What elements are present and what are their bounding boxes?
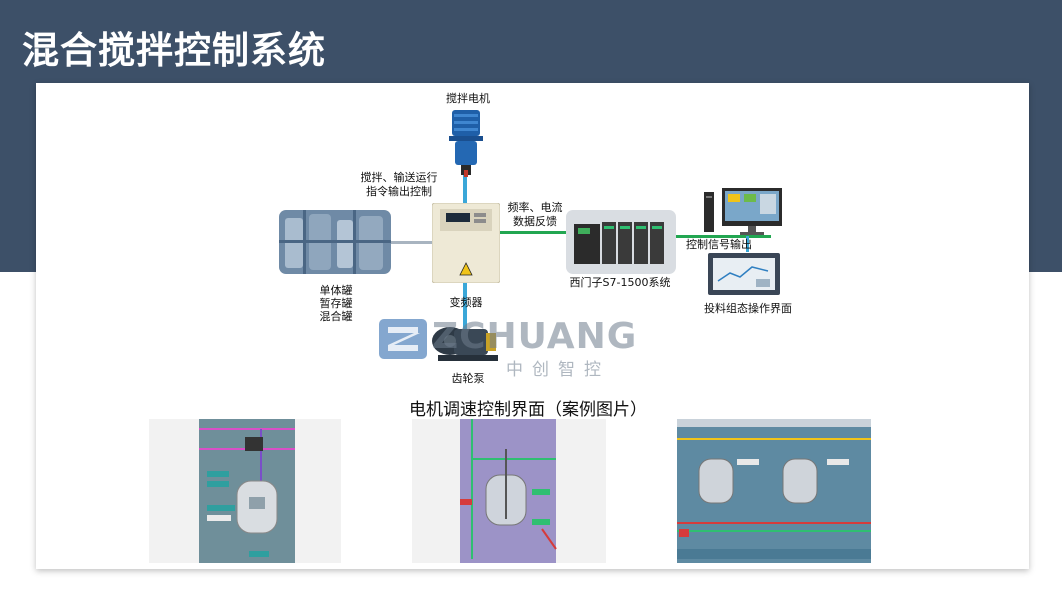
pc-icon xyxy=(704,188,782,235)
tank-label-line2: 暂存罐 xyxy=(319,297,353,310)
plc-label: 西门子S7-1500系统 xyxy=(569,276,671,289)
tank-label-line1: 单体罐 xyxy=(319,284,353,297)
pump-label: 齿轮泵 xyxy=(451,372,485,385)
case-screenshot-1 xyxy=(149,419,341,563)
mixer-motor-icon xyxy=(449,110,483,177)
inverter-icon xyxy=(432,203,500,283)
page-title: 混合搅拌控制系统 xyxy=(22,29,326,72)
plc-icon xyxy=(566,210,676,274)
plc-to-pc-line xyxy=(676,235,771,238)
inverter-label: 变频器 xyxy=(449,296,483,309)
hmi-label: 投料组态操作界面 xyxy=(704,302,792,315)
tanks-to-inverter-line xyxy=(388,241,432,244)
case-screenshot-2 xyxy=(412,419,606,563)
inverter-to-pump-line xyxy=(463,281,467,331)
brand-watermark xyxy=(379,319,427,359)
signal-label: 控制信号输出 xyxy=(686,238,752,251)
inverter-to-plc-line xyxy=(499,231,567,234)
case-caption: 电机调速控制界面（案例图片） xyxy=(409,400,647,420)
motor-to-inverter-line xyxy=(463,175,467,205)
motor-label: 搅拌电机 xyxy=(446,92,490,105)
command-label-line1: 搅拌、输送运行 xyxy=(360,171,438,184)
gear-pump-icon xyxy=(432,327,498,361)
diagram-card: 搅拌电机 搅拌、输送运行 指令输出控制 单体罐 暂存罐 混合罐 变频器 频率、电… xyxy=(36,83,1029,569)
pc-to-hmi-line xyxy=(746,236,749,252)
command-label-line2: 指令输出控制 xyxy=(366,185,432,198)
case-screenshot-3 xyxy=(677,419,871,563)
hmi-panel-icon xyxy=(708,253,780,295)
brand-watermark-text: ZCHUANG xyxy=(432,316,638,357)
feedback-label-line1: 频率、电流 xyxy=(507,201,563,214)
tank-label-line3: 混合罐 xyxy=(319,310,353,323)
tank-photo xyxy=(279,210,391,274)
brand-watermark-cn: 中创智控 xyxy=(506,360,610,380)
feedback-label-line2: 数据反馈 xyxy=(513,215,557,228)
